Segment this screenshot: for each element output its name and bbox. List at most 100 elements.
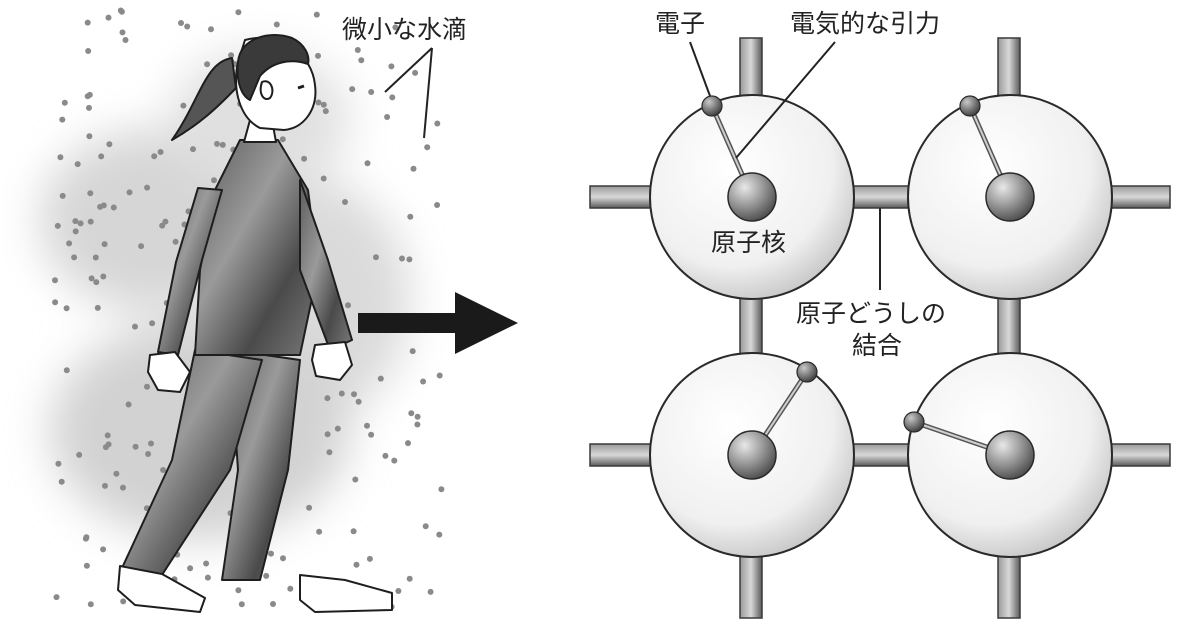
droplet-dot [368, 89, 375, 95]
droplet-dot [373, 254, 379, 261]
droplet-dot [120, 598, 127, 605]
droplet-dot [364, 422, 370, 429]
droplet-dot [101, 241, 108, 248]
droplet-dot [287, 585, 294, 592]
droplet-dot [345, 302, 351, 309]
droplet-dot [377, 375, 384, 382]
droplet-dot [405, 440, 411, 447]
droplet-dot [59, 192, 66, 199]
droplet-dot [353, 561, 360, 568]
droplet-dot [122, 37, 129, 43]
droplet-dot [214, 140, 220, 147]
droplet-dot [351, 391, 357, 398]
droplet-dot [118, 8, 125, 15]
droplet-dot [354, 47, 361, 53]
droplet-dot [324, 431, 331, 438]
droplet-dot [72, 228, 79, 235]
droplet-dot [97, 203, 104, 210]
atom-bottom-right [903, 352, 1113, 558]
droplet-dot [326, 449, 333, 456]
droplet-dot [144, 383, 150, 390]
droplet-dot [87, 190, 94, 197]
droplet-dot [406, 575, 413, 582]
droplet-dot [138, 243, 145, 250]
droplet-dot [392, 24, 399, 31]
droplet-dot [100, 273, 107, 280]
droplet-dot [268, 550, 274, 557]
droplet-dot [61, 99, 68, 106]
droplet-dot [93, 279, 100, 286]
droplet-dot [409, 348, 416, 355]
droplet-dot [388, 63, 395, 70]
droplet-dot [438, 486, 445, 493]
droplet-dot [368, 431, 375, 438]
droplet-dot [113, 470, 120, 477]
droplet-dot [178, 20, 184, 26]
electron-leader-line [689, 41, 711, 97]
droplet-dot [315, 52, 321, 59]
droplet-dot [320, 175, 327, 182]
droplet-dot [366, 555, 373, 562]
droplet-dot [54, 222, 61, 229]
droplet-dot [350, 528, 357, 535]
droplet-dot [342, 199, 348, 205]
droplet-dot [92, 254, 99, 261]
droplet-dot [59, 116, 66, 123]
droplet-dot [313, 11, 320, 18]
droplet-dot [86, 133, 93, 140]
atom-top-right [907, 94, 1113, 300]
droplet-dot [406, 256, 413, 263]
droplet-dot [85, 48, 92, 54]
walking-woman-icon [117, 34, 393, 613]
droplet-dot [238, 601, 245, 608]
droplet-dot [106, 141, 113, 148]
droplet-dot [52, 277, 58, 284]
droplet-dot [120, 484, 126, 491]
droplet-dot [55, 460, 62, 467]
droplet-dot [395, 588, 402, 594]
droplet-dot [407, 213, 414, 220]
droplet-dot [132, 443, 139, 450]
droplet-dot [384, 114, 391, 120]
droplet-dot [391, 457, 398, 464]
droplet-dot [72, 218, 79, 225]
droplet-dot [320, 101, 327, 108]
droplet-dot [102, 482, 108, 489]
droplet-dot [334, 425, 341, 432]
nucleus-label: 原子核 [711, 228, 786, 257]
droplet-dot [408, 410, 415, 417]
droplet-dot [84, 93, 91, 100]
droplet-dot [145, 451, 152, 457]
droplet-dot [316, 528, 323, 535]
atom-bottom-left [649, 352, 855, 558]
droplet-dot [83, 562, 90, 569]
bond-label-line1: 原子どうしの [796, 299, 946, 328]
droplet-dot [412, 69, 419, 76]
electron-label: 電子 [655, 9, 705, 38]
droplet-dot [315, 99, 322, 106]
atom-top-left [649, 94, 855, 300]
droplet-dot [434, 120, 441, 127]
mist-scene [40, 7, 445, 613]
droplet-dot [273, 21, 280, 28]
droplet-dot [94, 304, 101, 311]
droplet-dot [82, 535, 89, 542]
droplet-dot [105, 14, 112, 21]
droplet-dot [76, 451, 83, 458]
droplets-leader-lines [384, 47, 433, 139]
droplet-dot [159, 222, 166, 229]
droplet-dot [149, 320, 156, 327]
droplet-dot [219, 141, 226, 148]
droplet-dot [355, 398, 362, 405]
droplet-dot [389, 94, 396, 101]
droplet-dot [434, 202, 441, 208]
droplet-dot [104, 432, 111, 439]
droplet-dot [410, 165, 417, 172]
droplet-dot [263, 572, 270, 579]
droplet-dot [119, 29, 126, 36]
droplet-dot [98, 153, 105, 160]
droplet-dot [84, 19, 91, 26]
droplet-dot [436, 372, 443, 379]
droplet-dot [63, 305, 70, 312]
droplet-dot [352, 476, 359, 483]
